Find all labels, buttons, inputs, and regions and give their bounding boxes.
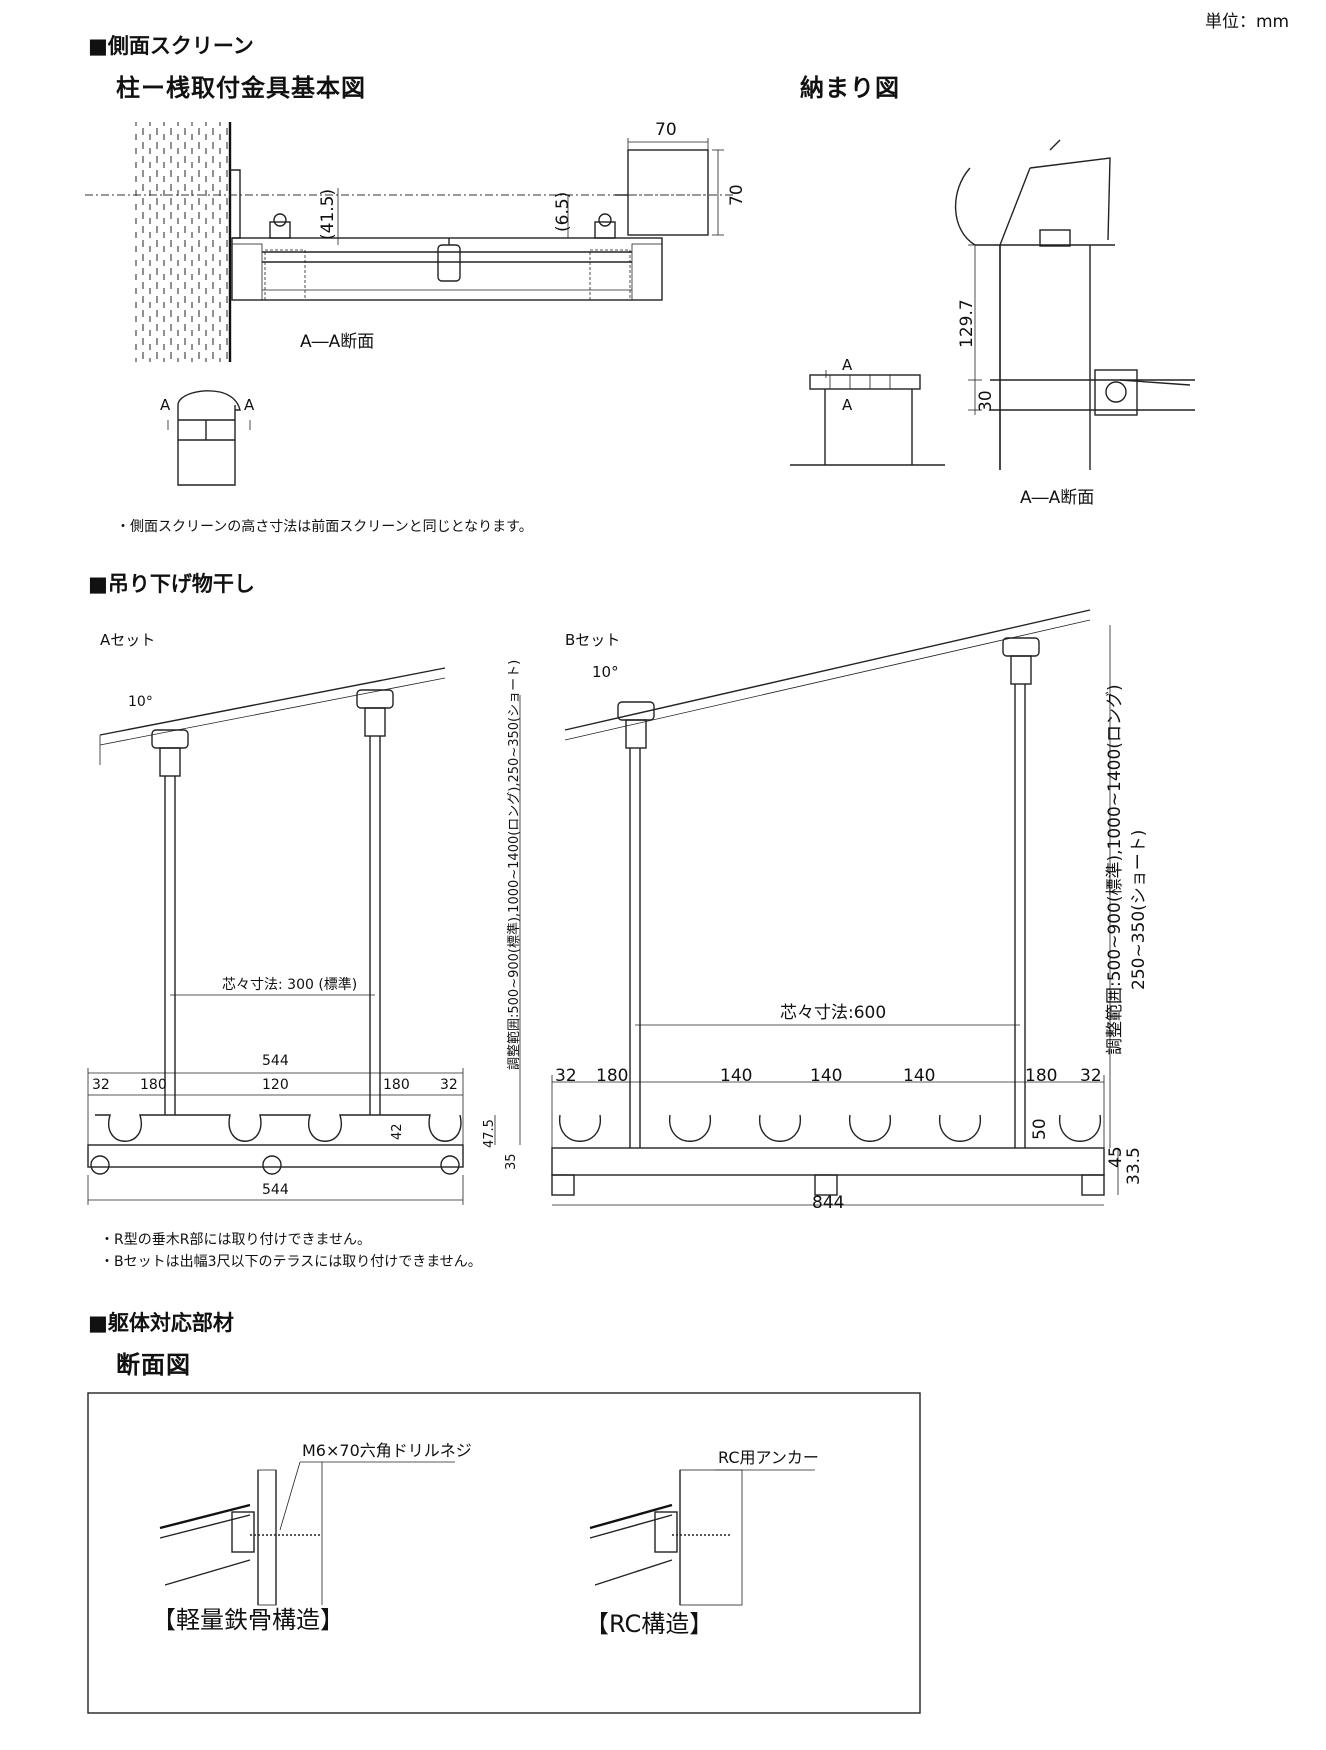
basic-diagram-title: 柱ー桟取付金具基本図 <box>116 74 366 102</box>
a-dim-180-left: 180 <box>140 1077 167 1093</box>
a-dim-32-left: 32 <box>92 1077 110 1093</box>
side-screen-note: ・側面スクリーンの高さ寸法は前面スクリーンと同じとなります。 <box>116 519 533 535</box>
section-title-frame-parts: ■躯体対応部材 <box>88 1311 234 1335</box>
dim-129-7: 129.7 <box>957 299 977 348</box>
a-overall-top: 544 <box>262 1053 289 1069</box>
mark-a-left: A <box>160 396 171 414</box>
a-dim-180-right: 180 <box>383 1077 410 1093</box>
fit-diagram-title: 納まり図 <box>800 74 900 102</box>
b-adjust-range-line2: 250~350(ショート) <box>1129 829 1149 990</box>
cross-section-title: 断面図 <box>116 1351 191 1379</box>
section-indicator-small <box>167 390 251 486</box>
b-dim-140-3: 140 <box>903 1066 936 1086</box>
a-dim-47-5: 47.5 <box>482 1119 497 1148</box>
dryer-note-1: ・R型の垂木R部には取り付けできません。 <box>100 1232 372 1248</box>
a-overall-bottom: 544 <box>262 1182 289 1198</box>
mark-a-fit-top: A <box>842 356 853 374</box>
unit-label: 単位：mm <box>1205 12 1290 32</box>
steel-caption: 【軽量鉄骨構造】 <box>152 1606 344 1634</box>
a-dim-120: 120 <box>262 1077 289 1093</box>
a-dim-32-right: 32 <box>440 1077 458 1093</box>
b-dim-50: 50 <box>1030 1118 1050 1140</box>
a-center-distance: 芯々寸法: 300 (標準) <box>222 977 358 993</box>
section-label-right: A―A断面 <box>1020 488 1095 508</box>
section-title-side-screen: ■側面スクリーン <box>88 34 254 58</box>
dryer-note-2: ・Bセットは出幅3尺以下のテラスには取り付けできません。 <box>100 1254 482 1270</box>
fit-diagram <box>790 139 1195 470</box>
a-dim-35: 35 <box>504 1153 519 1170</box>
b-overall: 844 <box>812 1193 845 1213</box>
dim-41-5: (41.5) <box>318 188 338 240</box>
dim-70-side: 70 <box>727 184 747 206</box>
angle-b: 10° <box>592 663 619 681</box>
b-dim-45: 45 <box>1106 1146 1126 1168</box>
b-dim-140-2: 140 <box>810 1066 843 1086</box>
dim-6-5: (6.5) <box>553 191 573 232</box>
screw-label: M6×70六角ドリルネジ <box>302 1441 472 1460</box>
anchor-label: RC用アンカー <box>718 1448 819 1467</box>
set-b-diagram <box>551 609 1119 1206</box>
b-dim-32-left: 32 <box>555 1066 577 1086</box>
set-b-label: Bセット <box>565 631 621 649</box>
a-adjust-range: 調整範囲:500~900(標準),1000~1400(ロング),250~350(… <box>507 659 522 1070</box>
b-dim-140-1: 140 <box>720 1066 753 1086</box>
section-title-hanging-dryer: ■吊り下げ物干し <box>88 572 255 596</box>
set-a-label: Aセット <box>100 631 156 649</box>
rc-caption: 【RC構造】 <box>585 1610 714 1638</box>
b-adjust-range-line1: 調整範囲:500~900(標準),1000~1400(ロング) <box>1105 684 1125 1055</box>
basic-fitting-diagram <box>85 122 735 362</box>
angle-a: 10° <box>128 694 153 710</box>
light-steel-detail <box>159 1461 455 1606</box>
frame-parts-box <box>87 1392 921 1714</box>
mark-a-fit-bottom: A <box>842 396 853 414</box>
dim-70-top: 70 <box>655 120 677 140</box>
b-center-distance: 芯々寸法:600 <box>780 1003 887 1023</box>
section-label-left: A―A断面 <box>300 332 375 352</box>
b-dim-33-5: 33.5 <box>1124 1147 1144 1185</box>
b-dim-32-right: 32 <box>1080 1066 1102 1086</box>
rc-detail <box>589 1469 815 1606</box>
a-dim-42: 42 <box>390 1123 405 1140</box>
b-dim-180-left: 180 <box>596 1066 629 1086</box>
b-dim-180-right: 180 <box>1025 1066 1058 1086</box>
dim-30: 30 <box>976 390 996 412</box>
mark-a-right: A <box>244 396 255 414</box>
set-a-diagram <box>87 667 521 1205</box>
